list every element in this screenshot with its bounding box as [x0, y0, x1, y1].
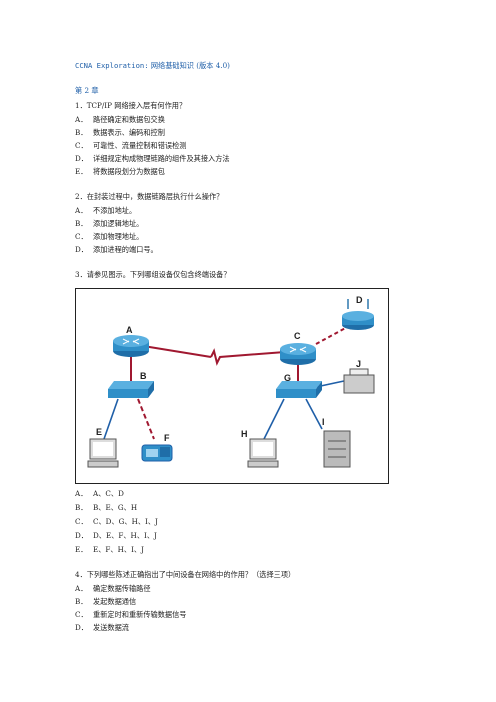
option-text: B、E、G、H [93, 503, 138, 512]
router-icon [113, 335, 149, 357]
option-letter: E． [75, 545, 88, 554]
link-g-h [263, 398, 285, 440]
header-title-cn: 网络基础知识 (版本 4.0) [148, 61, 230, 70]
q4-stem: 4．下列哪些陈述正确指出了中间设备在网络中的作用？（选择三项） [75, 570, 296, 579]
option-letter: D． [75, 623, 88, 632]
option-letter: B． [75, 597, 88, 606]
option-letter: C． [75, 610, 88, 619]
option-text: A、C、D [93, 489, 124, 498]
ip-phone-icon [141, 444, 173, 462]
label-h: H [241, 429, 248, 439]
q2-stem: 2．在封装过程中，数据链路层执行什么操作？ [75, 192, 224, 201]
pc-icon [87, 438, 119, 468]
printer-icon [343, 368, 375, 394]
option-letter: B． [75, 128, 88, 137]
option-text: 不添加地址。 [93, 206, 137, 215]
q4-option: B． 发起数据通信 [75, 597, 136, 607]
option-letter: E． [75, 167, 88, 176]
q3-option: B． B、E、G、H [75, 503, 137, 513]
option-text: 可靠性、流量控制和错误检测 [93, 141, 187, 150]
chapter-heading: 第 2 章 [75, 86, 99, 95]
label-b: B [140, 371, 147, 381]
q2-option: A． 不添加地址。 [75, 206, 136, 216]
q3-option: E． E、F、H、I、J [75, 545, 144, 555]
label-j: J [356, 359, 361, 369]
q1-option: A． 路径确定和数据包交换 [75, 115, 165, 125]
q1-option: D． 详细规定构成物理链路的组件及其接入方法 [75, 154, 230, 164]
label-g: G [284, 373, 291, 383]
doc-header: CCNA Exploration: 网络基础知识 (版本 4.0) [75, 61, 230, 71]
router-icon [280, 343, 316, 365]
switch-icon [276, 381, 322, 398]
q3-option: A． A、C、D [75, 489, 124, 499]
label-a: A [126, 325, 133, 335]
option-text: 添加物理地址。 [93, 232, 144, 241]
label-e: E [96, 427, 102, 437]
server-icon [323, 430, 351, 468]
q1-option: E． 将数据段划分为数据包 [75, 167, 165, 177]
link-a-c-serial [210, 348, 299, 366]
option-letter: D． [75, 154, 88, 163]
q1-option: B． 数据表示、编码和控制 [75, 128, 165, 138]
q3-stem: 3．请参见图示。下列哪组设备仅包含终端设备？ [75, 270, 231, 279]
topology-diagram: A B C D E F G H I J [87, 295, 375, 468]
q1-stem: 1．TCP/IP 网络接入层有何作用？ [75, 101, 187, 110]
option-text: 发送数据流 [93, 623, 129, 632]
switch-icon [108, 381, 154, 398]
q4-option: C． 重新定时和重新传输数据信号 [75, 610, 186, 620]
link-b-f [137, 398, 155, 440]
q2-option: D． 添加进程的端口号。 [75, 245, 158, 255]
link-b-e [103, 398, 119, 440]
option-letter: A． [75, 584, 88, 593]
option-letter: A． [75, 489, 88, 498]
option-text: 发起数据通信 [93, 597, 137, 606]
wireless-router-icon [342, 299, 374, 330]
option-text: 重新定时和重新传输数据信号 [93, 610, 187, 619]
option-text: 详细规定构成物理链路的组件及其接入方法 [93, 154, 230, 163]
option-text: D、E、F、H、I、J [93, 531, 157, 540]
option-letter: B． [75, 219, 88, 228]
pc-icon [247, 438, 279, 468]
network-topology-figure: A B C D E F G H I J [75, 288, 389, 484]
link-g-i [305, 398, 323, 430]
option-letter: D． [75, 531, 88, 540]
option-letter: D． [75, 245, 88, 254]
option-letter: C． [75, 141, 88, 150]
option-text: C、D、G、H、I、J [93, 517, 158, 526]
label-c: C [294, 331, 301, 341]
label-i: I [322, 417, 325, 427]
q4-option: A． 确定数据传输路径 [75, 584, 151, 594]
option-text: 将数据段划分为数据包 [93, 167, 165, 176]
label-f: F [164, 433, 170, 443]
q2-option: B． 添加逻辑地址。 [75, 219, 143, 229]
label-d: D [356, 295, 363, 305]
q3-option: D． D、E、F、H、I、J [75, 531, 157, 541]
option-text: 数据表示、编码和控制 [93, 128, 165, 137]
header-title-en: CCNA Exploration: [75, 61, 149, 70]
option-letter: A． [75, 115, 88, 124]
option-text: 添加进程的端口号。 [93, 245, 158, 254]
option-text: 添加逻辑地址。 [93, 219, 144, 228]
option-text: 路径确定和数据包交换 [93, 115, 165, 124]
option-letter: C． [75, 232, 88, 241]
option-letter: C． [75, 517, 88, 526]
q3-option: C． C、D、G、H、I、J [75, 517, 158, 527]
option-letter: B． [75, 503, 88, 512]
option-letter: A． [75, 206, 88, 215]
q1-option: C． 可靠性、流量控制和错误检测 [75, 141, 186, 151]
option-text: 确定数据传输路径 [93, 584, 151, 593]
option-text: E、F、H、I、J [93, 545, 144, 554]
q4-option: D． 发送数据流 [75, 623, 129, 633]
q2-option: C． 添加物理地址。 [75, 232, 143, 242]
